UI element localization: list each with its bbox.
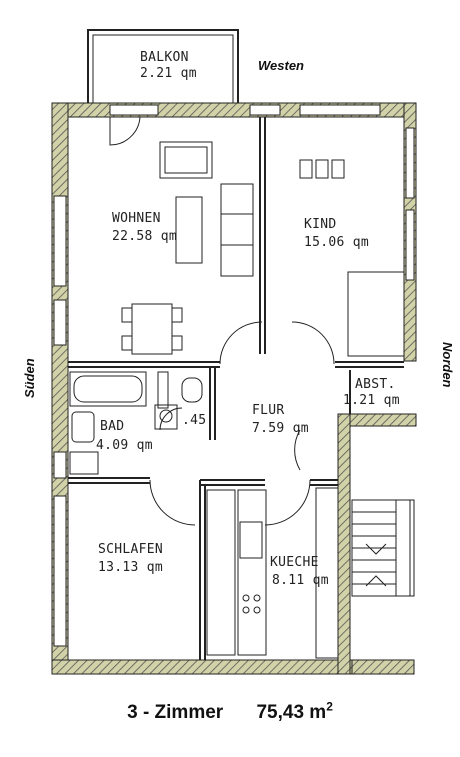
room-name-kueche: KUECHE [270, 555, 319, 570]
door-swings [109, 116, 335, 526]
room-area-kind: 15.06 qm [304, 235, 369, 250]
bath-fixtures [69, 371, 203, 475]
room-name-kind: KIND [304, 217, 337, 232]
room-area-bad: 4.09 qm [96, 438, 153, 453]
kitchen-fixtures [206, 487, 339, 659]
room-area-flur: 7.59 qm [252, 421, 309, 436]
room-area-wohnen: 22.58 qm [112, 229, 177, 244]
living-furniture [121, 141, 254, 355]
room-name-balkon: BALKON [140, 50, 189, 65]
compass-north: Norden [440, 342, 455, 388]
room-name-abst: ABST. [355, 377, 396, 392]
room-name-schlafen: SCHLAFEN [98, 542, 163, 557]
apartment-size-value: 75,43 m [256, 702, 327, 724]
staircase [351, 499, 415, 597]
room-area-abst: 1.21 qm [343, 393, 400, 408]
compass-west: Westen [258, 58, 304, 73]
room-name-bad: BAD [100, 419, 124, 434]
room-area-kueche: 8.11 qm [272, 573, 329, 588]
plan-caption: 3 - Zimmer 75,43 m2 [0, 700, 460, 724]
apartment-type: 3 - Zimmer [127, 702, 224, 724]
compass-south: Süden [22, 358, 37, 398]
kind-furniture [299, 159, 405, 357]
apartment-size: 75,43 m2 [256, 700, 333, 724]
interior-walls [68, 117, 404, 660]
apartment-size-unit: 2 [326, 700, 333, 714]
room-area-schlafen: 13.13 qm [98, 560, 163, 575]
room-area-balkon: 2.21 qm [140, 66, 197, 81]
windows [53, 104, 415, 647]
room-name-flur: FLUR [252, 403, 285, 418]
room-extra-bad: .45 [182, 413, 206, 428]
room-name-wohnen: WOHNEN [112, 211, 161, 226]
